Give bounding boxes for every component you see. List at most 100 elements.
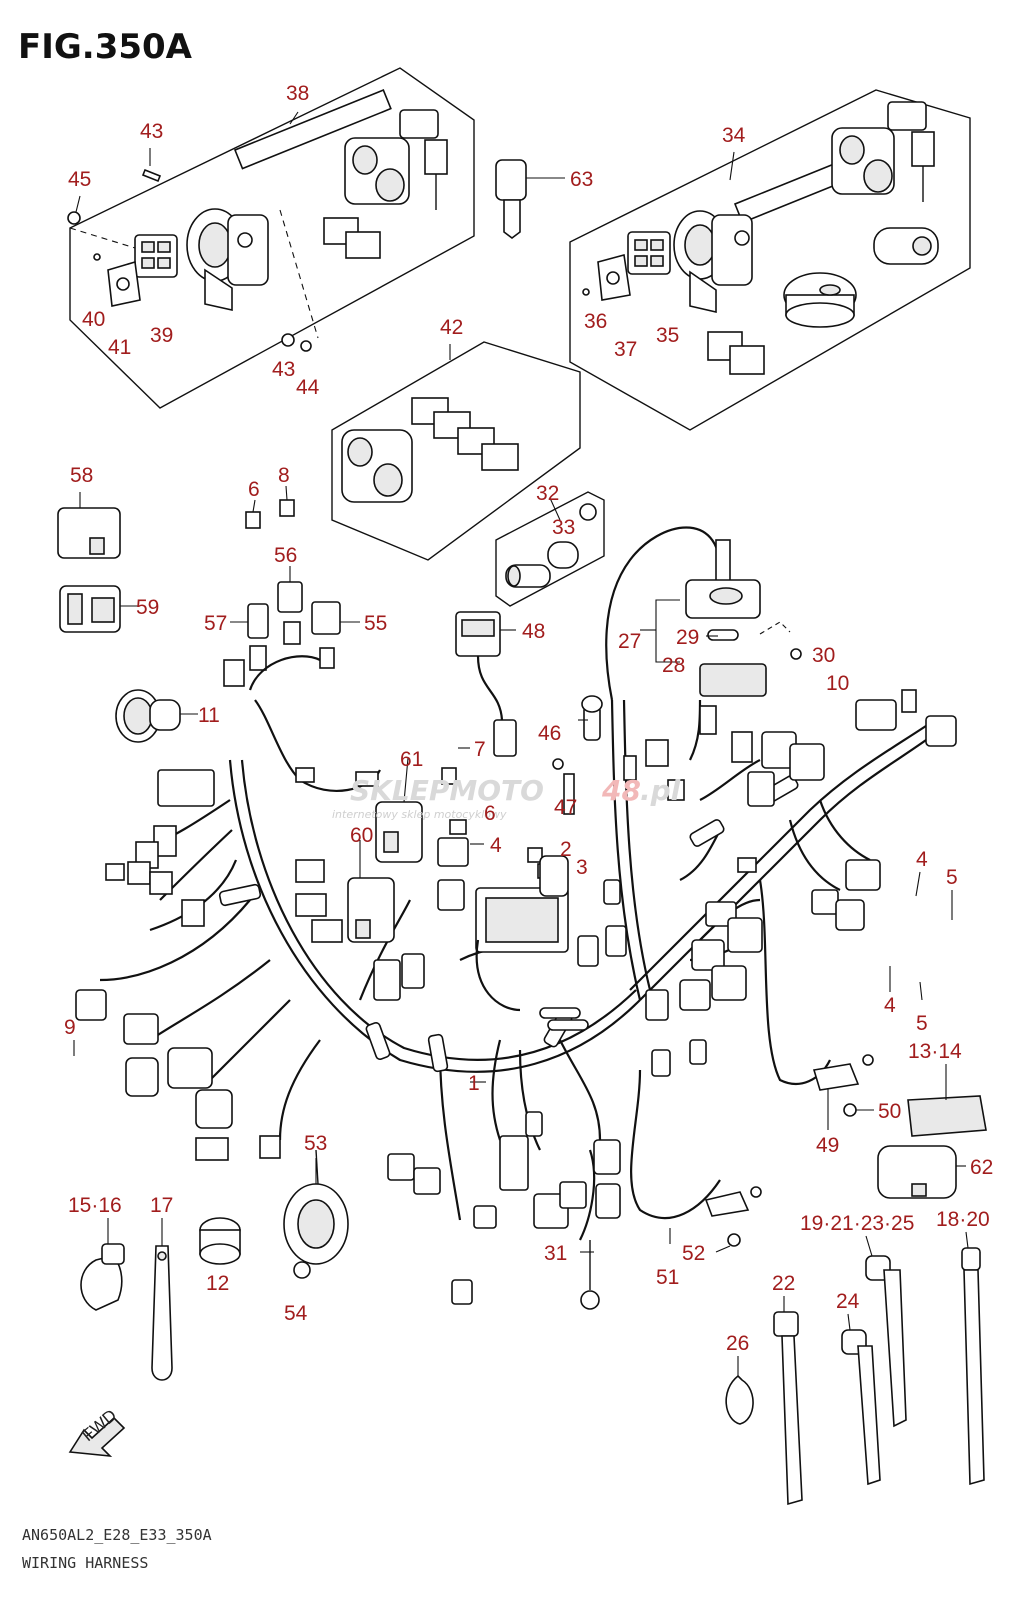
callout-2: 2 bbox=[560, 838, 572, 861]
callout-53: 53 bbox=[304, 1132, 327, 1155]
callout-labels: 38 43 45 40 41 39 43 44 63 34 36 37 35 4… bbox=[64, 82, 993, 1355]
figure-title: FIG.350A bbox=[18, 27, 193, 67]
callout-43: 43 bbox=[140, 120, 163, 143]
cable-ties bbox=[725, 1247, 985, 1506]
callout-29: 29 bbox=[676, 626, 699, 649]
callout-37: 37 bbox=[614, 338, 637, 361]
callout-39: 39 bbox=[150, 324, 173, 347]
callout-3: 3 bbox=[576, 856, 588, 879]
clamp-15-16 bbox=[80, 1243, 125, 1311]
callout-41: 41 bbox=[108, 336, 131, 359]
model-code: AN650AL2_E28_E33_350A bbox=[22, 1526, 212, 1544]
callout-60: 60 bbox=[350, 824, 373, 847]
callout-47: 47 bbox=[554, 796, 577, 819]
relay-59 bbox=[59, 585, 121, 633]
callout-10: 10 bbox=[826, 672, 849, 695]
watermark: SKLEPMOTO 48 .pl internetowy sklep motoc… bbox=[332, 774, 681, 821]
small-parts-middle bbox=[373, 695, 603, 1001]
callout-4-right: 4 bbox=[916, 848, 928, 871]
callout-6: 6 bbox=[248, 478, 260, 501]
callout-59: 59 bbox=[136, 596, 159, 619]
callout-35: 35 bbox=[656, 324, 679, 347]
callout-1: 1 bbox=[468, 1072, 480, 1095]
cover-62 bbox=[877, 1145, 957, 1199]
label-sheet-13-14 bbox=[907, 1095, 987, 1137]
harness-connectors-bottom bbox=[387, 1111, 621, 1310]
callout-56: 56 bbox=[274, 544, 297, 567]
relay-58 bbox=[57, 507, 121, 559]
callout-33: 33 bbox=[552, 516, 575, 539]
callout-28: 28 bbox=[662, 654, 685, 677]
callout-58: 58 bbox=[70, 464, 93, 487]
callout-27: 27 bbox=[618, 630, 641, 653]
callout-18-20: 18·20 bbox=[936, 1208, 990, 1231]
lock-set-box-42 bbox=[331, 341, 581, 561]
key-set-box-34 bbox=[569, 89, 971, 431]
watermark-sub: internetowy sklep motocyklowy bbox=[332, 808, 507, 821]
callout-31: 31 bbox=[544, 1242, 567, 1265]
watermark-accent: 48 bbox=[601, 774, 641, 807]
watermark-suffix: .pl bbox=[640, 774, 681, 807]
callout-61: 61 bbox=[400, 748, 423, 771]
callout-34: 34 bbox=[722, 124, 746, 147]
sensor-51-52 bbox=[704, 1186, 762, 1247]
grommet-12 bbox=[199, 1217, 241, 1265]
callout-9: 9 bbox=[64, 1016, 76, 1039]
callout-40: 40 bbox=[82, 308, 105, 331]
fuse-6-8 bbox=[245, 499, 295, 529]
callout-30: 30 bbox=[812, 644, 835, 667]
callout-11: 11 bbox=[198, 704, 220, 727]
callout-26: 26 bbox=[726, 1332, 749, 1355]
callout-24: 24 bbox=[836, 1290, 860, 1313]
callout-63: 63 bbox=[570, 168, 593, 191]
grommet-11 bbox=[115, 689, 181, 743]
callout-8: 8 bbox=[278, 464, 290, 487]
callout-36: 36 bbox=[584, 310, 607, 333]
callout-5: 5 bbox=[946, 866, 958, 889]
switch-48 bbox=[455, 611, 517, 757]
callout-51: 51 bbox=[656, 1266, 679, 1289]
key-set-box-38 bbox=[67, 67, 475, 409]
key-63 bbox=[495, 159, 565, 239]
callout-50: 50 bbox=[878, 1100, 901, 1123]
callout-32: 32 bbox=[536, 482, 559, 505]
callout-54: 54 bbox=[284, 1302, 308, 1325]
connectors-55-56-57 bbox=[223, 581, 341, 687]
callout-49: 49 bbox=[816, 1134, 839, 1157]
harness-connectors-left bbox=[75, 767, 379, 1161]
callout-46: 46 bbox=[538, 722, 561, 745]
callout-22: 22 bbox=[772, 1272, 795, 1295]
diagram-caption: WIRING HARNESS bbox=[22, 1554, 148, 1572]
sensor-27-29-28 bbox=[605, 526, 802, 701]
callout-45: 45 bbox=[68, 168, 91, 191]
relays-60-61 bbox=[347, 801, 423, 943]
callout-5-lower: 5 bbox=[916, 1012, 928, 1035]
callout-62: 62 bbox=[970, 1156, 993, 1179]
callout-7: 7 bbox=[474, 738, 486, 761]
callout-12: 12 bbox=[206, 1272, 229, 1295]
callout-4: 4 bbox=[490, 834, 502, 857]
lock-cylinder-box-32 bbox=[495, 491, 605, 607]
callout-19-21-23-25: 19·21·23·25 bbox=[800, 1212, 914, 1235]
callout-13-14: 13·14 bbox=[908, 1040, 962, 1063]
callout-44: 44 bbox=[296, 376, 320, 399]
callout-38: 38 bbox=[286, 82, 309, 105]
callout-15-16: 15·16 bbox=[68, 1194, 122, 1217]
horn-53 bbox=[283, 1149, 349, 1279]
fwd-arrow: FWD bbox=[68, 1406, 126, 1458]
callout-43-lower: 43 bbox=[272, 358, 295, 381]
leader-lines bbox=[73, 111, 969, 1376]
callout-17: 17 bbox=[150, 1194, 173, 1217]
callout-4-lower: 4 bbox=[884, 994, 896, 1017]
callout-55: 55 bbox=[364, 612, 387, 635]
fuse-box bbox=[475, 855, 569, 1012]
harness-connectors-right bbox=[539, 689, 957, 1077]
callout-57: 57 bbox=[204, 612, 227, 635]
callout-6-lower: 6 bbox=[484, 802, 496, 825]
callout-52: 52 bbox=[682, 1242, 705, 1265]
watermark-main: SKLEPMOTO bbox=[350, 774, 544, 807]
callout-48: 48 bbox=[522, 620, 545, 643]
strap-17 bbox=[151, 1245, 173, 1381]
sensor-49 bbox=[812, 1054, 874, 1117]
